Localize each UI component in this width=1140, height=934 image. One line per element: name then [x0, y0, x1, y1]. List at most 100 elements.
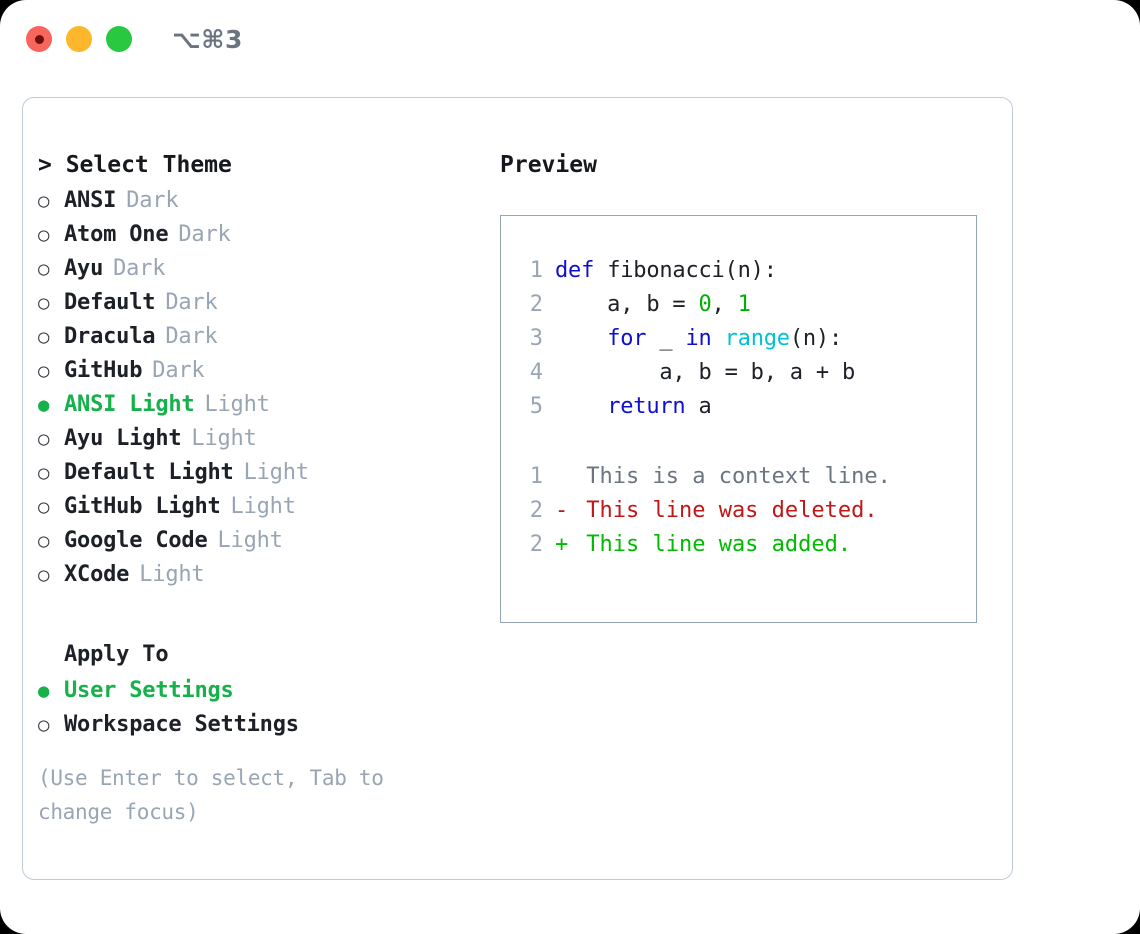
theme-option-label: GitHub Light — [64, 494, 221, 519]
apply-to-option-workspace-settings[interactable]: ○Workspace Settings — [38, 708, 478, 742]
theme-option-variant-label: Light — [230, 494, 296, 519]
code-line: 3 for _ in range(n): — [513, 322, 976, 356]
theme-option-variant-label: Light — [204, 392, 270, 417]
theme-option-variant-label: Light — [217, 528, 283, 553]
code-token-txt: fibonacci(n): — [607, 258, 777, 283]
code-token-txt: a — [685, 394, 712, 419]
close-button-icon[interactable] — [26, 26, 52, 52]
code-token-num: 0 — [698, 292, 712, 317]
code-line-content: a, b = 0, 1 — [555, 288, 751, 322]
theme-option-atom-one[interactable]: ○ Atom One Dark — [38, 218, 478, 252]
radio-unselected-icon: ○ — [38, 190, 50, 212]
theme-option-variant-label: Dark — [178, 222, 231, 247]
theme-option-label: Ayu — [64, 256, 104, 281]
theme-option-variant-label: Dark — [152, 358, 205, 383]
theme-option-ansi-light[interactable]: ● ANSI Light Light — [38, 388, 478, 422]
code-token-txt — [555, 326, 607, 351]
apply-to-option-label: User Settings — [64, 678, 234, 703]
code-line: 4 a, b = b, a + b — [513, 356, 976, 390]
theme-option-label: ANSI Light — [64, 392, 195, 417]
code-token-num: 1 — [737, 292, 751, 317]
radio-selected-icon: ● — [38, 680, 50, 702]
code-line-content: a, b = b, a + b — [555, 356, 855, 390]
diff-sign: - — [555, 498, 569, 523]
code-token-txt: a, b = b, a + b — [555, 360, 856, 385]
code-line-number: 4 — [529, 360, 543, 385]
code-line: 2 a, b = 0, 1 — [513, 288, 976, 322]
code-token-fn: range — [724, 326, 790, 351]
diff-line-text: This is a context line. — [573, 464, 891, 489]
code-token-kw: def — [555, 258, 608, 283]
window-titlebar: ⌥⌘3 — [0, 0, 1140, 78]
theme-option-label: Dracula — [64, 324, 156, 349]
radio-unselected-icon: ○ — [38, 326, 50, 348]
apply-to-header: Apply To — [64, 642, 169, 667]
diff-line-number: 2 — [529, 532, 543, 557]
select-theme-header: > Select Theme — [38, 152, 232, 178]
theme-option-label: Default — [64, 290, 156, 315]
theme-option-variant-label: Dark — [113, 256, 166, 281]
theme-option-xcode[interactable]: ○ XCode Light — [38, 558, 478, 592]
code-line-number: 1 — [529, 258, 543, 283]
code-line-number: 2 — [529, 292, 543, 317]
radio-selected-icon: ● — [38, 394, 50, 416]
code-token-txt — [555, 394, 607, 419]
diff-line-context: 1 This is a context line. — [513, 460, 976, 494]
maximize-button-icon[interactable] — [106, 26, 132, 52]
code-token-txt — [712, 326, 725, 351]
radio-unselected-icon: ○ — [38, 462, 50, 484]
code-line-content: def fibonacci(n): — [555, 254, 777, 288]
radio-unselected-icon: ○ — [38, 530, 50, 552]
diff-line-added: 2+ This line was added. — [513, 528, 976, 562]
theme-option-label: XCode — [64, 562, 130, 587]
radio-unselected-icon: ○ — [38, 496, 50, 518]
code-line-number: 3 — [529, 326, 543, 351]
theme-option-label: Atom One — [64, 222, 169, 247]
minimize-button-icon[interactable] — [66, 26, 92, 52]
code-line-content: return a — [555, 390, 712, 424]
keyboard-shortcut-label: ⌥⌘3 — [172, 24, 243, 54]
code-line-content: for _ in range(n): — [555, 322, 842, 356]
code-token-kw: in — [685, 326, 712, 351]
theme-option-label: Google Code — [64, 528, 208, 553]
theme-option-google-code[interactable]: ○ Google Code Light — [38, 524, 478, 558]
radio-unselected-icon: ○ — [38, 224, 50, 246]
code-line-number: 5 — [529, 394, 543, 419]
theme-option-dracula[interactable]: ○ Dracula Dark — [38, 320, 478, 354]
radio-unselected-icon: ○ — [38, 714, 50, 736]
theme-option-variant-label: Light — [139, 562, 205, 587]
diff-sign — [555, 460, 573, 494]
code-token-txt: a, b = — [555, 292, 699, 317]
radio-unselected-icon: ○ — [38, 564, 50, 586]
radio-unselected-icon: ○ — [38, 428, 50, 450]
theme-option-variant-label: Light — [191, 426, 257, 451]
theme-option-ayu[interactable]: ○ Ayu Dark — [38, 252, 478, 286]
radio-unselected-icon: ○ — [38, 258, 50, 280]
keyboard-hint-text: (Use Enter to select, Tab to change focu… — [38, 766, 384, 824]
diff-sign: + — [555, 532, 569, 557]
theme-option-github-light[interactable]: ○ GitHub Light Light — [38, 490, 478, 524]
code-line: 1 def fibonacci(n): — [513, 254, 976, 288]
apply-to-option-user-settings[interactable]: ● User Settings — [38, 674, 478, 708]
code-token-txt: , — [711, 292, 738, 317]
theme-option-variant-label: Dark — [165, 324, 218, 349]
section-spacer — [38, 592, 478, 638]
code-token-txt: _ — [646, 326, 686, 351]
code-token-kw: for — [607, 326, 647, 351]
apply-to-option-list[interactable]: ● User Settings ○Workspace Settings — [38, 674, 478, 742]
diff-sample-block: 1 This is a context line.2- This line wa… — [513, 460, 976, 562]
diff-line-deleted: 2- This line was deleted. — [513, 494, 976, 528]
window-controls — [26, 26, 132, 52]
